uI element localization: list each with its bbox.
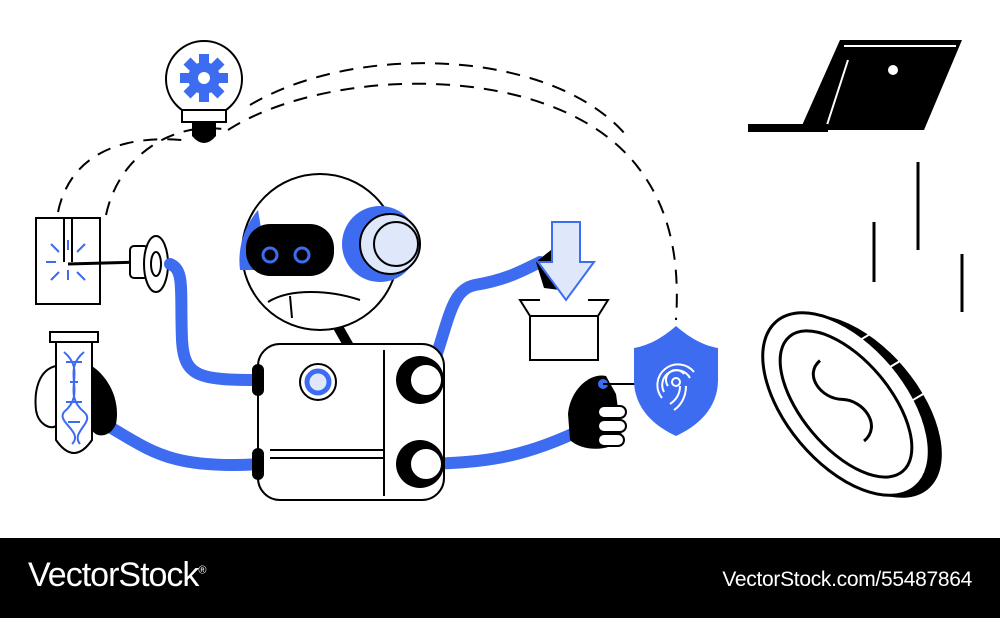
motion-lines bbox=[872, 162, 964, 312]
hand-right bbox=[92, 366, 117, 436]
robot-visor bbox=[246, 224, 334, 276]
robot-arms bbox=[102, 256, 591, 472]
stock-id-link[interactable]: VectorStock.com/55487864 bbox=[722, 568, 972, 591]
robot-icon bbox=[239, 173, 445, 501]
fingerprint-shield-icon bbox=[634, 326, 718, 436]
brand-registered-mark: ® bbox=[198, 564, 206, 577]
laser-emitter bbox=[129, 235, 169, 293]
gear-icon bbox=[180, 54, 228, 102]
coin-icon bbox=[761, 311, 942, 498]
lightbulb-gear-icon bbox=[165, 40, 243, 143]
brand-name: VectorStock bbox=[28, 556, 199, 594]
laptop-icon bbox=[748, 40, 962, 132]
download-box-icon bbox=[518, 221, 610, 361]
footer-bar: VectorStock® VectorStock.com/55487864 bbox=[0, 538, 1000, 618]
hand-left bbox=[34, 364, 57, 429]
brand-logo[interactable]: VectorStock® bbox=[28, 556, 207, 595]
laser-panel-icon bbox=[35, 217, 141, 305]
test-tube-dna-icon bbox=[34, 331, 117, 454]
robot-illustration bbox=[34, 40, 964, 501]
robot-hand-right bbox=[568, 375, 656, 449]
